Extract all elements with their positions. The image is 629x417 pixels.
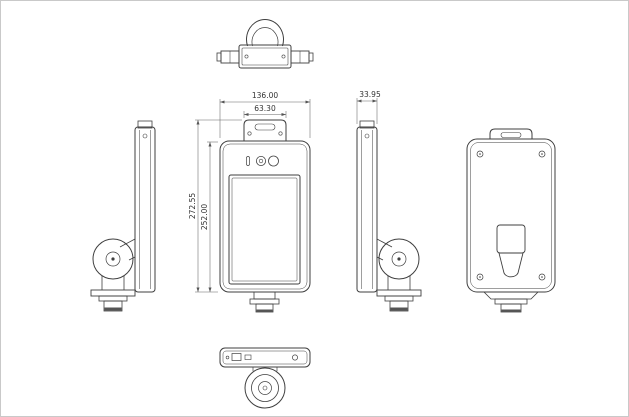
screen-inner: [231, 177, 298, 282]
second-lens: [268, 155, 279, 167]
side-body: [356, 126, 378, 293]
mount-ball-outer: [244, 367, 286, 409]
bottom-small-hole: [225, 355, 230, 360]
base-collar: [384, 295, 414, 302]
side-top-cap: [359, 120, 375, 129]
bottom-connector-port: [231, 353, 242, 361]
front-mount-flange: [249, 298, 280, 305]
clamp-left-arm-cap: [216, 52, 222, 62]
rear-screw-top-left: [476, 150, 484, 158]
rear-mount-bracket-tongue: [498, 252, 524, 278]
bottom-view: [219, 347, 311, 409]
rear-top-tab: [489, 128, 533, 139]
elbow-arm-lower: [376, 256, 384, 261]
rear-tab-slot: [500, 132, 522, 138]
top-bracket-hole-left: [247, 131, 252, 136]
camera-lens-inner: [258, 158, 264, 164]
dim-bracket-width-label: 63.30: [254, 104, 276, 113]
elbow-joint-outer: [378, 238, 420, 280]
rear-screw-dot-1: [479, 153, 481, 155]
base-foot-band: [390, 307, 408, 311]
clamp-screw-left: [244, 54, 249, 59]
proximity-sensor-slot: [246, 156, 250, 166]
side-body: [134, 126, 156, 293]
bottom-connector-port-2: [244, 354, 252, 360]
screen: [228, 174, 301, 285]
front-mount-foot-band: [256, 309, 273, 312]
elbow-joint-hub: [391, 251, 407, 267]
dimension-lines: [195, 98, 378, 293]
clamp-body-inner: [241, 47, 289, 66]
mount-ball-inner: [258, 381, 272, 395]
base-foot-band: [104, 307, 122, 311]
front-view: [219, 119, 311, 313]
elbow-arm-upper: [119, 238, 136, 248]
dim-front-width-label: 136.00: [252, 91, 278, 100]
left-side-view: [90, 120, 156, 312]
rear-base-foot-band: [501, 309, 521, 312]
elbow-arm-lower: [128, 256, 136, 261]
elbow-arm-upper: [376, 238, 393, 248]
front-outline-inner: [222, 143, 308, 290]
side-top-cap: [137, 120, 153, 129]
base-foot: [389, 300, 409, 312]
rear-screw-bottom-left: [476, 273, 484, 281]
base-plate: [376, 289, 422, 297]
rear-screw-bottom-right: [538, 273, 546, 281]
dimension-labels: 136.00 63.30 33.95 272.55 252.00: [188, 90, 381, 230]
rear-outline-inner: [470, 142, 552, 289]
clamp-ring-inner: [251, 27, 279, 47]
rear-screw-dot-2: [541, 153, 543, 155]
dim-side-depth-label: 33.95: [359, 90, 381, 99]
elbow-joint-center: [111, 257, 115, 261]
elbow-joint-hub: [105, 251, 121, 267]
elbow-joint-center: [397, 257, 401, 261]
front-mount-neck: [253, 291, 276, 300]
rear-screw-dot-3: [479, 276, 481, 278]
mount-ball-center: [262, 385, 268, 391]
side-detail-hole: [142, 133, 148, 139]
rear-base-collar: [494, 298, 528, 305]
clamp-ring-outer: [246, 19, 284, 47]
rear-screw-top-right: [538, 150, 546, 158]
right-side-view: [356, 120, 422, 312]
elbow-joint-outer: [92, 238, 134, 280]
side-detail-hole: [364, 133, 370, 139]
bottom-round-port: [292, 354, 298, 361]
rear-screw-dot-4: [541, 276, 543, 278]
base-plate: [90, 289, 136, 297]
dim-overall-height-label: 272.55: [188, 193, 197, 219]
dim-body-height-label: 252.00: [200, 204, 209, 230]
top-bracket-hole-right: [278, 131, 283, 136]
bottom-bar: [219, 347, 311, 368]
top-bracket: [243, 119, 287, 141]
clamp-right-arm-cap: [308, 52, 314, 62]
base-collar: [98, 295, 128, 302]
rear-base-flange: [483, 291, 539, 300]
clamp-body: [238, 44, 292, 69]
rear-mount-bracket-head: [496, 224, 526, 254]
top-bracket-slot: [254, 123, 276, 131]
mount-ball-mid: [251, 374, 279, 402]
top-view: [216, 19, 314, 69]
rear-outline: [466, 138, 556, 293]
clamp-screw-right: [281, 54, 286, 59]
camera-lens: [255, 155, 266, 166]
bottom-bar-inner: [222, 350, 308, 365]
rear-view: [466, 128, 556, 313]
base-foot: [103, 300, 123, 312]
